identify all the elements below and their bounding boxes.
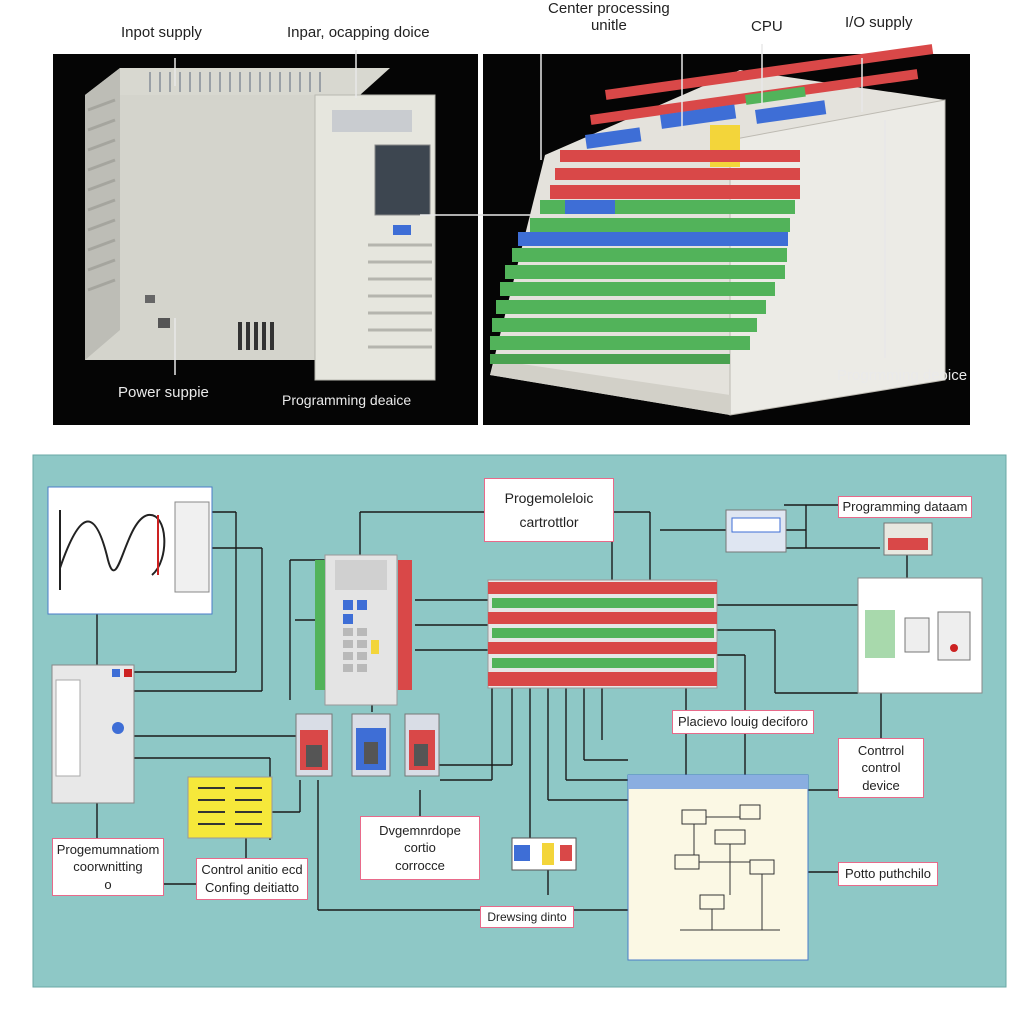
label-control-config-device: Control anitio ecd Confing deitiatto	[196, 858, 308, 900]
status-block	[511, 837, 577, 871]
schematic-wiring	[96, 504, 908, 911]
label-control-device: Contrrol control device	[838, 738, 924, 798]
label-recording-device: Drewsing dinto	[480, 906, 574, 928]
label-io-supply: I/O supply	[845, 14, 913, 31]
label-programming-device-top-right: Programming dataam	[838, 496, 972, 518]
blue-display-module	[725, 509, 787, 553]
label-central-processing-unit: Center processing unitle	[548, 0, 670, 34]
plc-rack-module	[315, 554, 412, 706]
label-programming-device-right: Progrmming deoice	[837, 367, 968, 384]
red-device-module	[883, 522, 933, 556]
io-rack	[490, 44, 946, 416]
config-panel-device	[187, 776, 273, 839]
label-input-supply: Inpot supply	[121, 24, 202, 41]
label-plc: Progemoleloic cartrottlor	[484, 478, 614, 542]
io-module-2	[351, 713, 391, 777]
io-module-3	[404, 713, 440, 777]
label-process-logic-device: Placievo louig deciforo	[672, 710, 814, 734]
schematic-window	[627, 774, 809, 961]
right-leader-lines	[540, 44, 886, 358]
controller-tower	[51, 664, 135, 804]
label-programming-device-left: Progemumnatiom coorwnitting o	[52, 838, 164, 896]
control-terminal	[857, 577, 983, 694]
label-input-output-device: Inpar, ocapping doice	[287, 24, 430, 41]
label-power-supply: Power suppie	[118, 384, 209, 401]
label-programming-device-left: Programming deaice	[282, 392, 412, 408]
io-terminal-bank	[487, 579, 718, 689]
label-programming-center-device: Dvgemnrdope cortio corrocce	[360, 816, 480, 880]
label-cpu: CPU	[751, 18, 783, 35]
plc-cabinet	[85, 68, 436, 381]
signal-monitor	[47, 486, 213, 615]
io-module-1	[295, 713, 333, 777]
label-process-pattern: Potto puthchilo	[838, 862, 938, 886]
